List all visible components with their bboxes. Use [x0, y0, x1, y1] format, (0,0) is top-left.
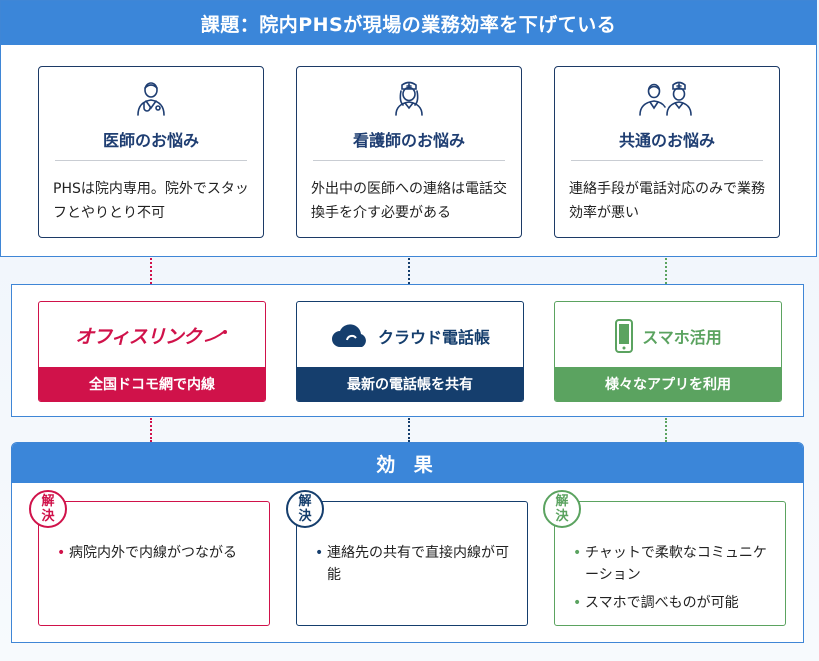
- resolved-badge: 解決: [286, 490, 324, 528]
- list-item: •病院内外で内線がつながる: [57, 545, 237, 561]
- connector-navy: [408, 418, 410, 442]
- smartphone-card: スマホ活用 様々なアプリを利用: [554, 301, 782, 402]
- officelink-logo: オフィスリンク: [39, 302, 265, 369]
- issue-section: 課題：院内PHSが現場の業務効率を下げている 医師のお悩み PHSは院内専用。院…: [0, 0, 817, 257]
- list-item: •スマホで調べものが可能: [573, 595, 739, 611]
- solutions-section: オフィスリンク 全国ドコモ網で内線 クラウド電話帳 最新の電話帳を共有 スマホ活…: [11, 284, 804, 417]
- connector-green: [665, 258, 667, 284]
- list-item: •連絡先の共有で直接内線が可能: [315, 545, 509, 583]
- smartphone-caption: 様々なアプリを利用: [555, 367, 781, 401]
- connector-red: [150, 418, 152, 442]
- cloud-icon: [331, 323, 366, 347]
- officelink-logo-text: オフィスリンク: [75, 326, 202, 348]
- resolved-badge: 解決: [29, 490, 67, 528]
- office-link-caption: 全国ドコモ網で内線: [39, 367, 265, 401]
- issue-title: 課題：院内PHSが現場の業務効率を下げている: [1, 1, 816, 45]
- effect-card-green: •チャットで柔軟なコミュニケーション •スマホで調べものが可能: [554, 501, 786, 626]
- signal-icon: [204, 329, 227, 342]
- cloud-phonebook-card: クラウド電話帳 最新の電話帳を共有: [296, 301, 524, 402]
- smartphone-label: スマホ活用: [642, 327, 722, 347]
- card-title: 医師のお悩み: [102, 131, 199, 150]
- doctor-concern-card: 医師のお悩み PHSは院内専用。院外でスタッフとやりとり不可: [38, 66, 264, 238]
- resolved-badge: 解決: [543, 490, 581, 528]
- common-concern-card: 共通のお悩み 連絡手段が電話対応のみで業務効率が悪い: [554, 66, 780, 238]
- effect-card-navy: •連絡先の共有で直接内線が可能: [296, 501, 528, 626]
- card-body: 連絡手段が電話対応のみで業務効率が悪い: [569, 181, 765, 221]
- card-title: 看護師のお悩み: [352, 131, 465, 150]
- divider: [571, 160, 763, 161]
- effects-section: 効 果 •病院内外で内線がつながる •連絡先の共有で直接内線が可能 •チャットで…: [11, 442, 804, 643]
- nurse-concern-card: 看護師のお悩み 外出中の医師への連絡は電話交換手を介す必要がある: [296, 66, 522, 238]
- card-body: PHSは院内専用。院外でスタッフとやりとり不可: [53, 181, 249, 221]
- connector-navy: [408, 258, 410, 284]
- card-title: 共通のお悩み: [618, 131, 715, 150]
- card-body: 外出中の医師への連絡は電話交換手を介す必要がある: [311, 181, 507, 221]
- connector-green: [665, 418, 667, 442]
- effect-card-red: •病院内外で内線がつながる: [38, 501, 270, 626]
- connector-red: [150, 258, 152, 284]
- list-item: •チャットで柔軟なコミュニケーション: [573, 545, 767, 583]
- cloud-phonebook-label: クラウド電話帳: [377, 327, 490, 347]
- nurse-icon: [297, 77, 521, 117]
- office-link-card: オフィスリンク 全国ドコモ網で内線: [38, 301, 266, 402]
- divider: [313, 160, 505, 161]
- smartphone-icon: [615, 318, 634, 353]
- divider: [55, 160, 247, 161]
- effects-title: 効 果: [12, 443, 803, 483]
- doctor-icon: [39, 77, 263, 117]
- doctor-and-nurse-icon: [555, 77, 779, 117]
- cloud-phonebook-caption: 最新の電話帳を共有: [297, 367, 523, 401]
